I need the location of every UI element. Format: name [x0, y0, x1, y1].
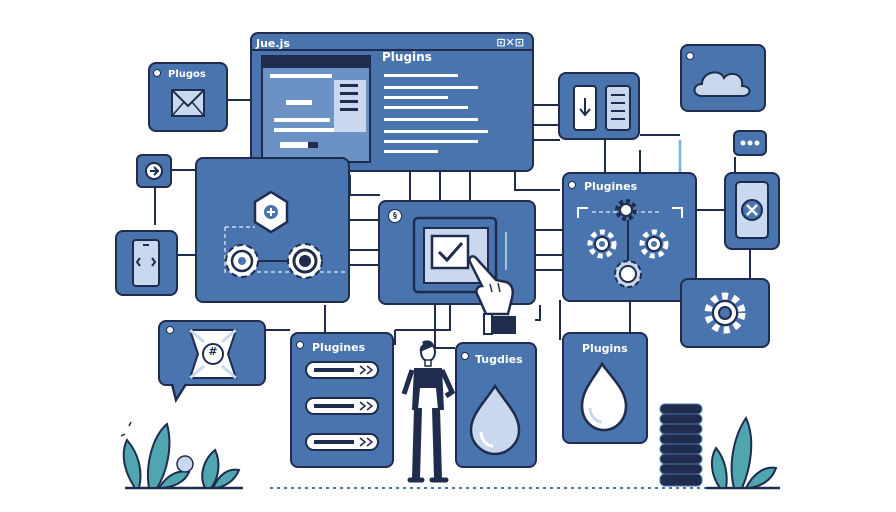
gear-icon — [287, 243, 323, 279]
main-window-content — [250, 49, 534, 163]
list-item[interactable] — [305, 397, 379, 415]
plant-right — [706, 415, 780, 490]
droplet-icon — [461, 352, 521, 456]
cloud-icon — [686, 52, 751, 97]
gear-icon — [704, 292, 746, 334]
coin-stack — [659, 403, 703, 487]
gears-panel-content — [224, 190, 345, 279]
list-item[interactable] — [305, 361, 379, 379]
more-dots-button[interactable] — [733, 130, 767, 156]
mobile-icon — [132, 239, 160, 287]
main-window-title: Jue.js — [256, 37, 290, 50]
droplet-icon — [580, 361, 628, 432]
tugdies-card-title: Tugdies — [475, 353, 523, 366]
plugines-panel-content — [568, 181, 683, 288]
list-item[interactable] — [305, 433, 379, 451]
plugines-panel-title: Plugines — [584, 180, 638, 193]
plugins-drop-title: Plugins — [582, 342, 628, 355]
gear-icon — [587, 229, 617, 259]
plant-left — [120, 421, 243, 490]
pointing-hand-icon — [468, 255, 516, 335]
gear-icon — [225, 244, 259, 278]
close-icon — [735, 181, 769, 239]
more-dots-icon — [740, 140, 760, 146]
person-figure — [401, 340, 456, 483]
gear-icon — [615, 199, 637, 221]
hashtag-card-content — [166, 326, 238, 404]
center-badge: § — [388, 209, 402, 223]
arrow-right-icon — [145, 162, 163, 180]
plugines-list-content — [296, 341, 379, 451]
mail-card-title: Plugos — [168, 69, 206, 80]
gear-icon — [639, 229, 669, 259]
hashtag-badge: # — [208, 345, 218, 358]
main-window-heading: Plugins — [382, 50, 432, 64]
gear-icon — [614, 260, 642, 288]
phone-panel-content — [573, 85, 631, 131]
window-controls[interactable]: ⊡✕⊡ — [496, 36, 524, 49]
envelope-icon — [153, 69, 205, 117]
plugines-list-title: Plugines — [312, 341, 366, 354]
